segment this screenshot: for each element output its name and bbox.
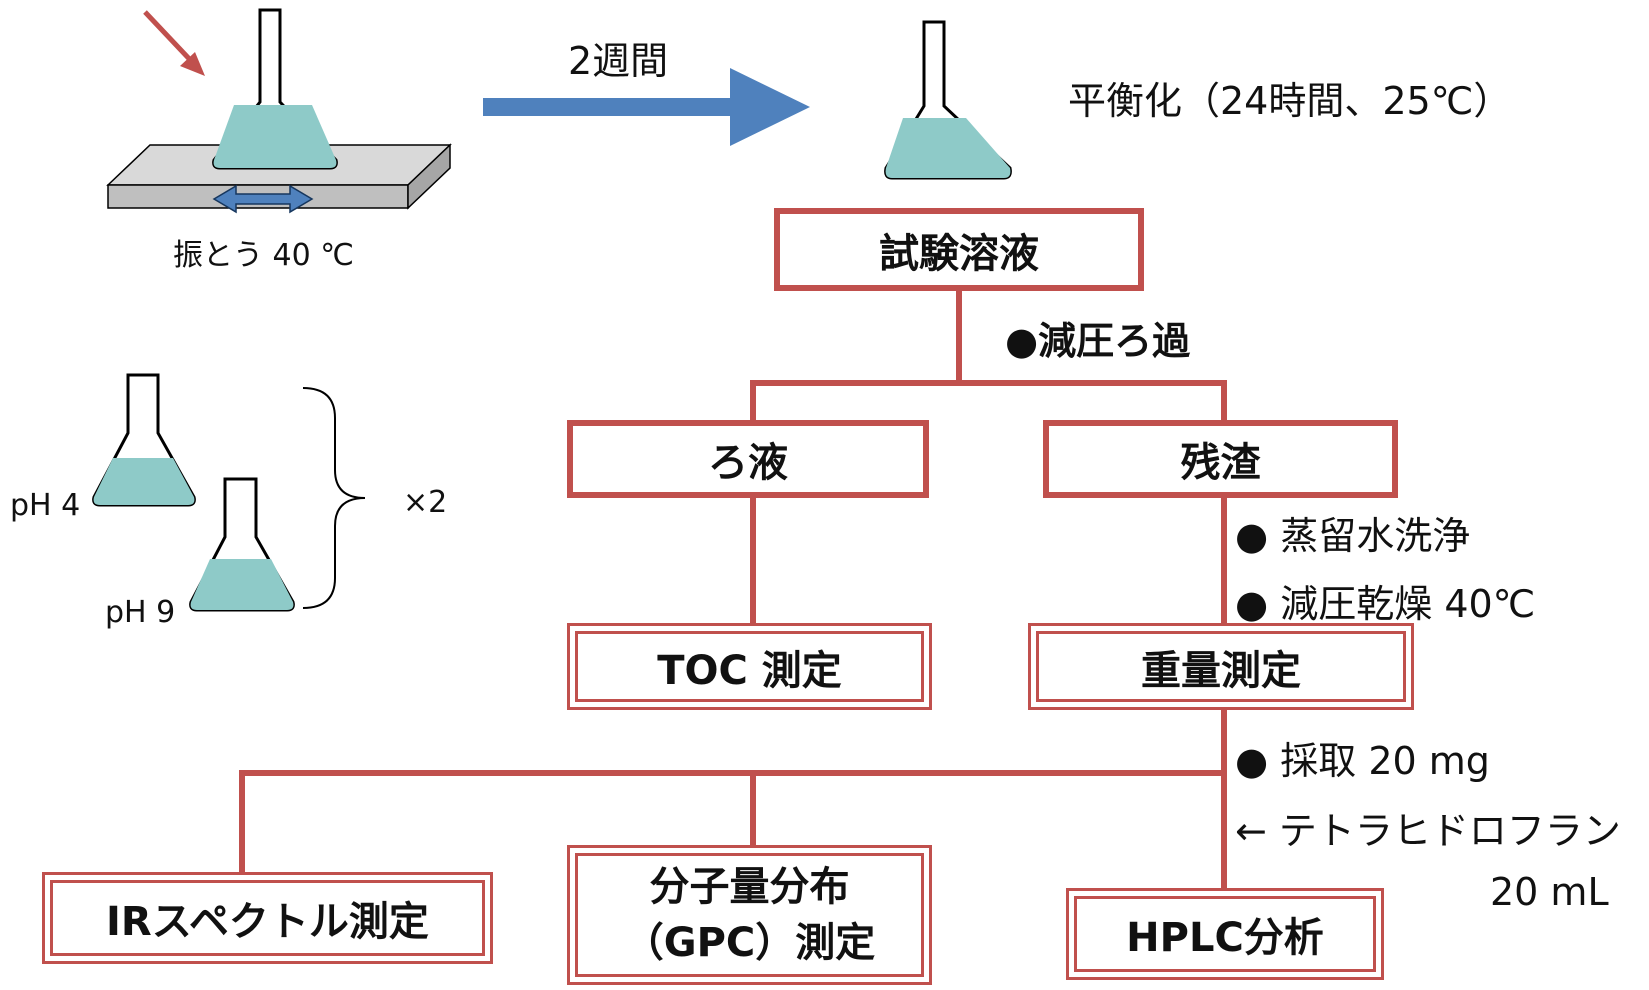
residue-box: 残渣	[1043, 420, 1398, 498]
flask-equilibrate-icon	[884, 20, 1012, 180]
repeat-brace-icon	[302, 387, 366, 609]
ph9-label: pH 9	[105, 595, 176, 630]
ph4-label: pH 4	[10, 488, 81, 523]
test-solution-box: 試験溶液	[774, 208, 1144, 291]
flask-shaker-icon	[212, 8, 338, 170]
volume-step: 20 mL	[1490, 870, 1609, 914]
toc-box: TOC 測定	[567, 623, 932, 710]
shake-direction-icon	[212, 184, 314, 214]
connector-lines	[239, 290, 1227, 888]
filtration-step: ●減圧ろ過	[1005, 319, 1191, 363]
flask-ph9-icon	[189, 477, 295, 612]
mw-box: 分子量分布 （GPC）測定	[567, 845, 932, 985]
filtrate-box: ろ液	[567, 420, 929, 498]
repeat-label: ×2	[403, 485, 448, 520]
dry-step: ● 減圧乾燥 40℃	[1235, 582, 1536, 626]
wash-step: ● 蒸留水洗浄	[1235, 514, 1471, 558]
weight-box: 重量測定	[1028, 623, 1414, 710]
pointer-arrow-icon	[143, 10, 205, 76]
hplc-box: HPLC分析	[1066, 888, 1384, 980]
flask-ph4-icon	[92, 373, 196, 507]
mw-line1: 分子量分布	[649, 864, 850, 910]
shake-label: 振とう 40 ℃	[173, 238, 354, 273]
two-week-arrow-icon	[483, 68, 810, 146]
sample-step: ● 採取 20 mg	[1235, 739, 1490, 783]
equilibrate-label: 平衡化（24時間、25℃）	[1068, 79, 1512, 123]
mw-line2: （GPC）測定	[623, 920, 876, 966]
duration-label: 2週間	[568, 39, 669, 83]
solvent-step: ← テトラヒドロフラン	[1235, 809, 1621, 853]
ir-box: IRスペクトル測定	[42, 872, 493, 964]
